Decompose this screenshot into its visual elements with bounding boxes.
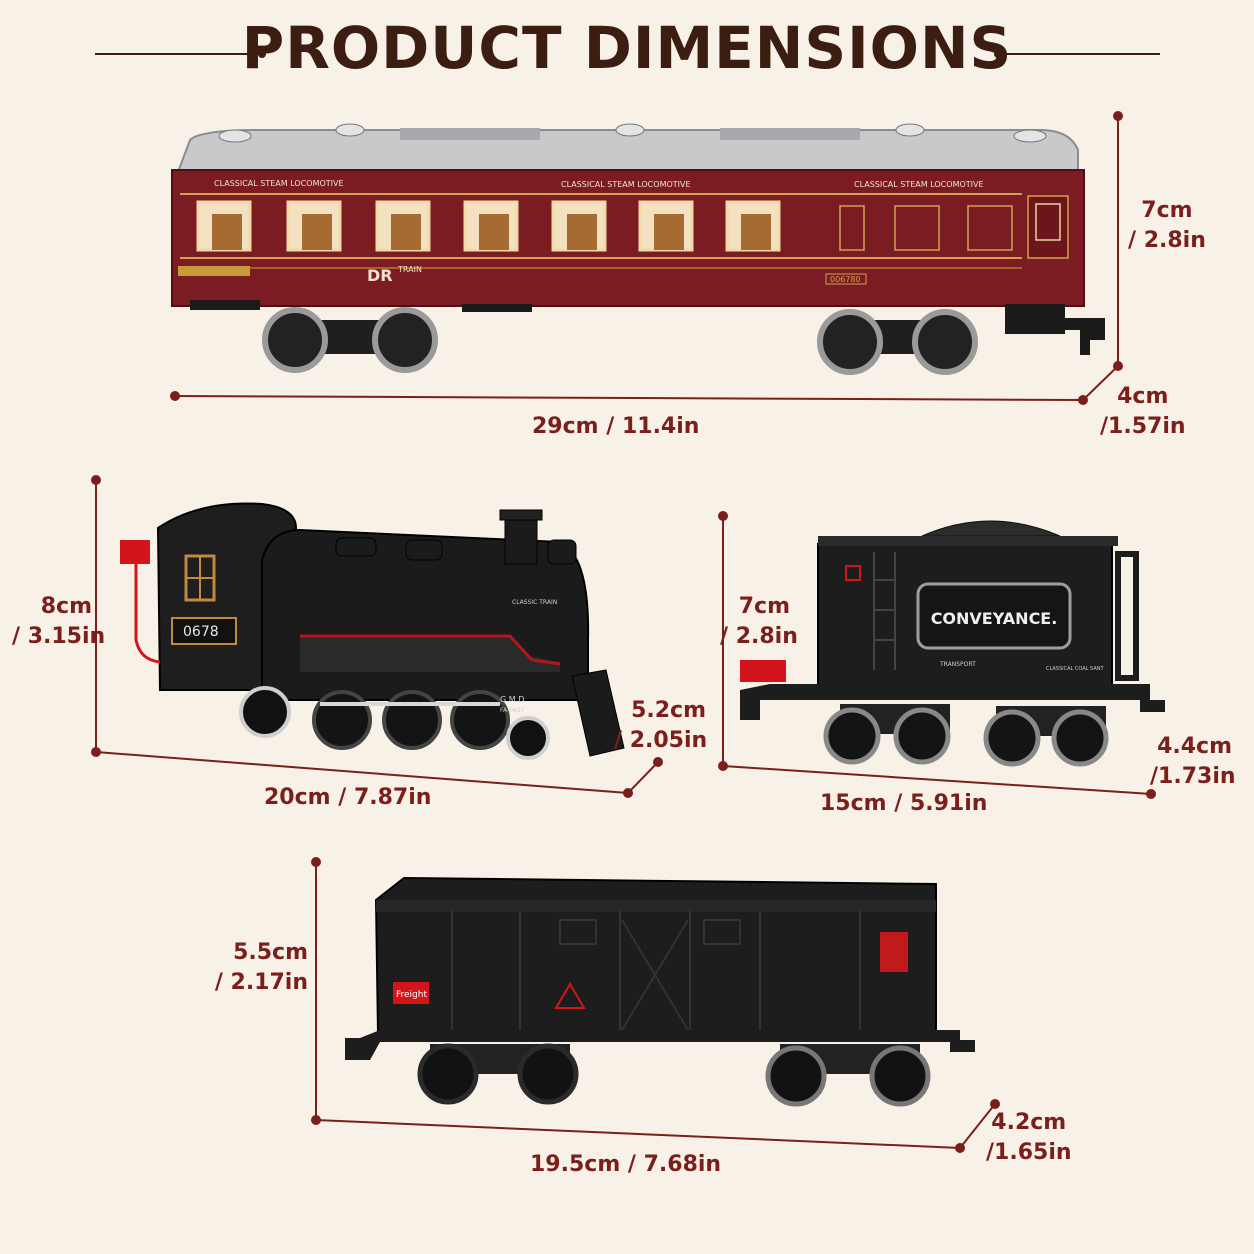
passenger-logo: DR xyxy=(367,266,393,285)
freight-length-label: 19.5cm / 7.68in xyxy=(530,1152,722,1177)
locomotive-length-in: 7.87in xyxy=(353,785,432,810)
passenger-depth-label: 4cm /1.57in xyxy=(1100,382,1186,442)
tender-length-label: 15cm / 5.91in xyxy=(820,791,988,816)
passenger-height-cm: 7cm xyxy=(1141,198,1193,223)
coal-tender xyxy=(740,520,1165,767)
tender-height-label: 7cm / 2.8in xyxy=(720,592,798,652)
title-rule-right xyxy=(994,50,1160,58)
freight-tag: Freight xyxy=(396,990,427,1000)
locomotive-model: G.M.D xyxy=(500,695,524,704)
tender-depth-label: 4.4cm /1.73in xyxy=(1150,732,1236,792)
tender-height-in: / 2.8in xyxy=(720,624,798,649)
tender-label-left: TRANSPORT xyxy=(939,661,976,668)
locomotive-number: 0678 xyxy=(183,624,219,640)
freight-height-label: 5.5cm / 2.17in xyxy=(212,938,308,998)
passenger-side-text-1: CLASSICAL STEAM LOCOMOTIVE xyxy=(214,179,344,188)
locomotive-model-sub: FA-0637 xyxy=(500,707,524,714)
title-rule-left xyxy=(95,50,266,58)
passenger-length-label: 29cm / 11.4in xyxy=(532,414,700,439)
locomotive-depth-cm: 5.2cm xyxy=(631,698,706,723)
freight-depth-label: 4.2cm /1.65in xyxy=(986,1108,1072,1168)
locomotive-dimension-lines xyxy=(91,475,663,798)
passenger-serial: 006780 xyxy=(830,275,861,284)
tender-depth-cm: 4.4cm xyxy=(1157,734,1232,759)
passenger-height-label: 7cm / 2.8in xyxy=(1128,196,1206,256)
passenger-car-dimension-lines xyxy=(170,111,1123,405)
passenger-car xyxy=(171,123,1105,375)
locomotive-depth-label: 5.2cm / 2.05in xyxy=(614,696,708,756)
tender-length-in: 5.91in xyxy=(909,791,988,816)
passenger-length-cm: 29cm xyxy=(532,414,599,439)
freight-depth-in: /1.65in xyxy=(986,1140,1072,1165)
locomotive-side-label: CLASSIC TRAIN xyxy=(512,599,557,606)
freight-length-cm: 19.5cm xyxy=(530,1152,621,1177)
locomotive-height-cm: 8cm xyxy=(40,594,92,619)
passenger-length-in: 11.4in xyxy=(621,414,700,439)
passenger-logo-sub: TRAIN xyxy=(397,265,422,274)
tender-plate: CONVEYANCE. xyxy=(931,609,1058,628)
freight-depth-cm: 4.2cm xyxy=(991,1110,1067,1135)
freight-length-in: 7.68in xyxy=(643,1152,722,1177)
locomotive-height-label: 8cm / 3.15in xyxy=(12,592,106,652)
page-title: PRODUCT DIMENSIONS xyxy=(241,14,1013,82)
passenger-height-in: / 2.8in xyxy=(1128,228,1206,253)
tender-length-cm: 15cm xyxy=(820,791,887,816)
freight-car-dimension-lines xyxy=(311,857,1000,1153)
locomotive-depth-in: / 2.05in xyxy=(614,728,708,753)
freight-car xyxy=(345,876,975,1107)
passenger-side-text-3: CLASSICAL STEAM LOCOMOTIVE xyxy=(854,180,984,189)
freight-height-in: / 2.17in xyxy=(214,970,308,995)
locomotive-height-in: / 3.15in xyxy=(12,624,106,649)
tender-label-right: CLASSICAL COAL SANT xyxy=(1046,666,1104,672)
locomotive-length-label: 20cm / 7.87in xyxy=(264,785,432,810)
freight-height-cm: 5.5cm xyxy=(233,940,308,965)
passenger-depth-cm: 4cm xyxy=(1117,384,1169,409)
locomotive xyxy=(120,502,625,760)
locomotive-length-cm: 20cm xyxy=(264,785,331,810)
tender-depth-in: /1.73in xyxy=(1150,764,1236,789)
tender-height-cm: 7cm xyxy=(738,594,790,619)
passenger-depth-in: /1.57in xyxy=(1100,414,1186,439)
passenger-side-text-2: CLASSICAL STEAM LOCOMOTIVE xyxy=(561,180,691,189)
tender-dimension-lines xyxy=(718,511,1156,799)
